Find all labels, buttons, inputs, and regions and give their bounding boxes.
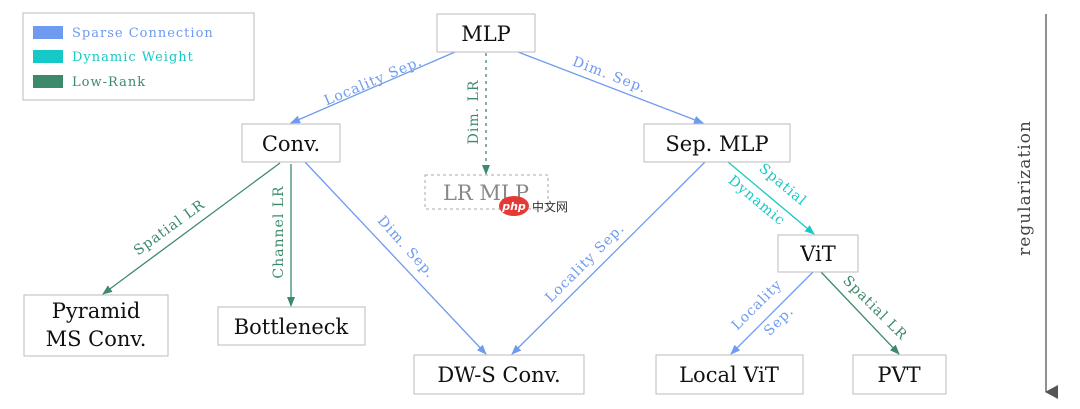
node-dws-conv: DW-S Conv. (413, 354, 585, 395)
edge-label-mlp-lrmlp: Dim. LR (466, 80, 482, 145)
node-mlp-label: MLP (461, 22, 511, 46)
edges (102, 51, 900, 355)
legend-swatch-lowrank (33, 75, 63, 88)
legend: Sparse Connection Dynamic Weight Low-Ran… (22, 12, 255, 101)
node-local-vit-label: Local ViT (679, 363, 779, 387)
edge-mlp-sepmlp (517, 51, 704, 124)
node-sep-mlp-label: Sep. MLP (665, 132, 768, 156)
legend-label-dynamic: Dynamic Weight (72, 50, 194, 65)
node-conv-label: Conv. (262, 132, 320, 156)
node-local-vit: Local ViT (655, 354, 804, 395)
node-vit: ViT (777, 234, 859, 273)
node-sep-mlp: Sep. MLP (643, 123, 791, 163)
node-vit-label: ViT (799, 242, 836, 266)
node-lr-mlp: LR MLP (424, 174, 549, 210)
edge-label-mlp-sepmlp: Dim. Sep. (570, 54, 649, 97)
edge-label-conv-bottleneck: Channel LR (271, 185, 287, 278)
nodes: MLP Conv. LR MLP Sep. MLP ViT Pyramid MS… (23, 13, 947, 395)
edge-vit-localvit (730, 271, 814, 355)
edge-mlp-conv (290, 51, 456, 124)
edge-conv-pyramid (102, 162, 281, 295)
node-conv: Conv. (241, 123, 341, 163)
edge-vit-pvt (820, 271, 900, 355)
edge-label-conv-pyramid: Spatial LR (131, 197, 208, 259)
legend-label-lowrank: Low-Rank (72, 75, 146, 90)
node-bottleneck-label: Bottleneck (234, 315, 349, 339)
watermark: php 中文网 (499, 196, 568, 216)
edge-label-vit-pvt: Spatial LR (839, 273, 910, 344)
node-mlp: MLP (436, 13, 536, 53)
node-pvt: PVT (852, 354, 947, 395)
regularization-axis: regularization (1015, 14, 1058, 399)
watermark-badge (499, 196, 529, 216)
watermark-badge-text: php (501, 200, 526, 213)
edge-label-sepmlp-dws: Locality Sep. (542, 220, 628, 306)
edge-label-conv-dws: Dim. Sep. (374, 213, 438, 282)
edge-sepmlp-dws (511, 161, 706, 355)
node-pyramid-ms-conv: Pyramid MS Conv. (23, 294, 169, 357)
node-pyramid-label-line2: MS Conv. (46, 327, 147, 351)
node-dws-conv-label: DW-S Conv. (437, 363, 560, 387)
regularization-label: regularization (1015, 120, 1035, 256)
edge-conv-dws (304, 161, 487, 355)
edge-label-mlp-conv: Locality Sep. (322, 53, 425, 109)
node-bottleneck: Bottleneck (217, 306, 366, 346)
legend-swatch-dynamic (33, 50, 63, 63)
node-pvt-label: PVT (877, 363, 920, 387)
edge-label-vit-localvit-sep: Sep. (761, 303, 797, 339)
legend-swatch-sparse (33, 26, 63, 39)
node-pyramid-label-line1: Pyramid (52, 299, 141, 323)
edge-sepmlp-vit (727, 161, 815, 235)
watermark-text: 中文网 (532, 199, 568, 214)
legend-label-sparse: Sparse Connection (72, 26, 214, 41)
